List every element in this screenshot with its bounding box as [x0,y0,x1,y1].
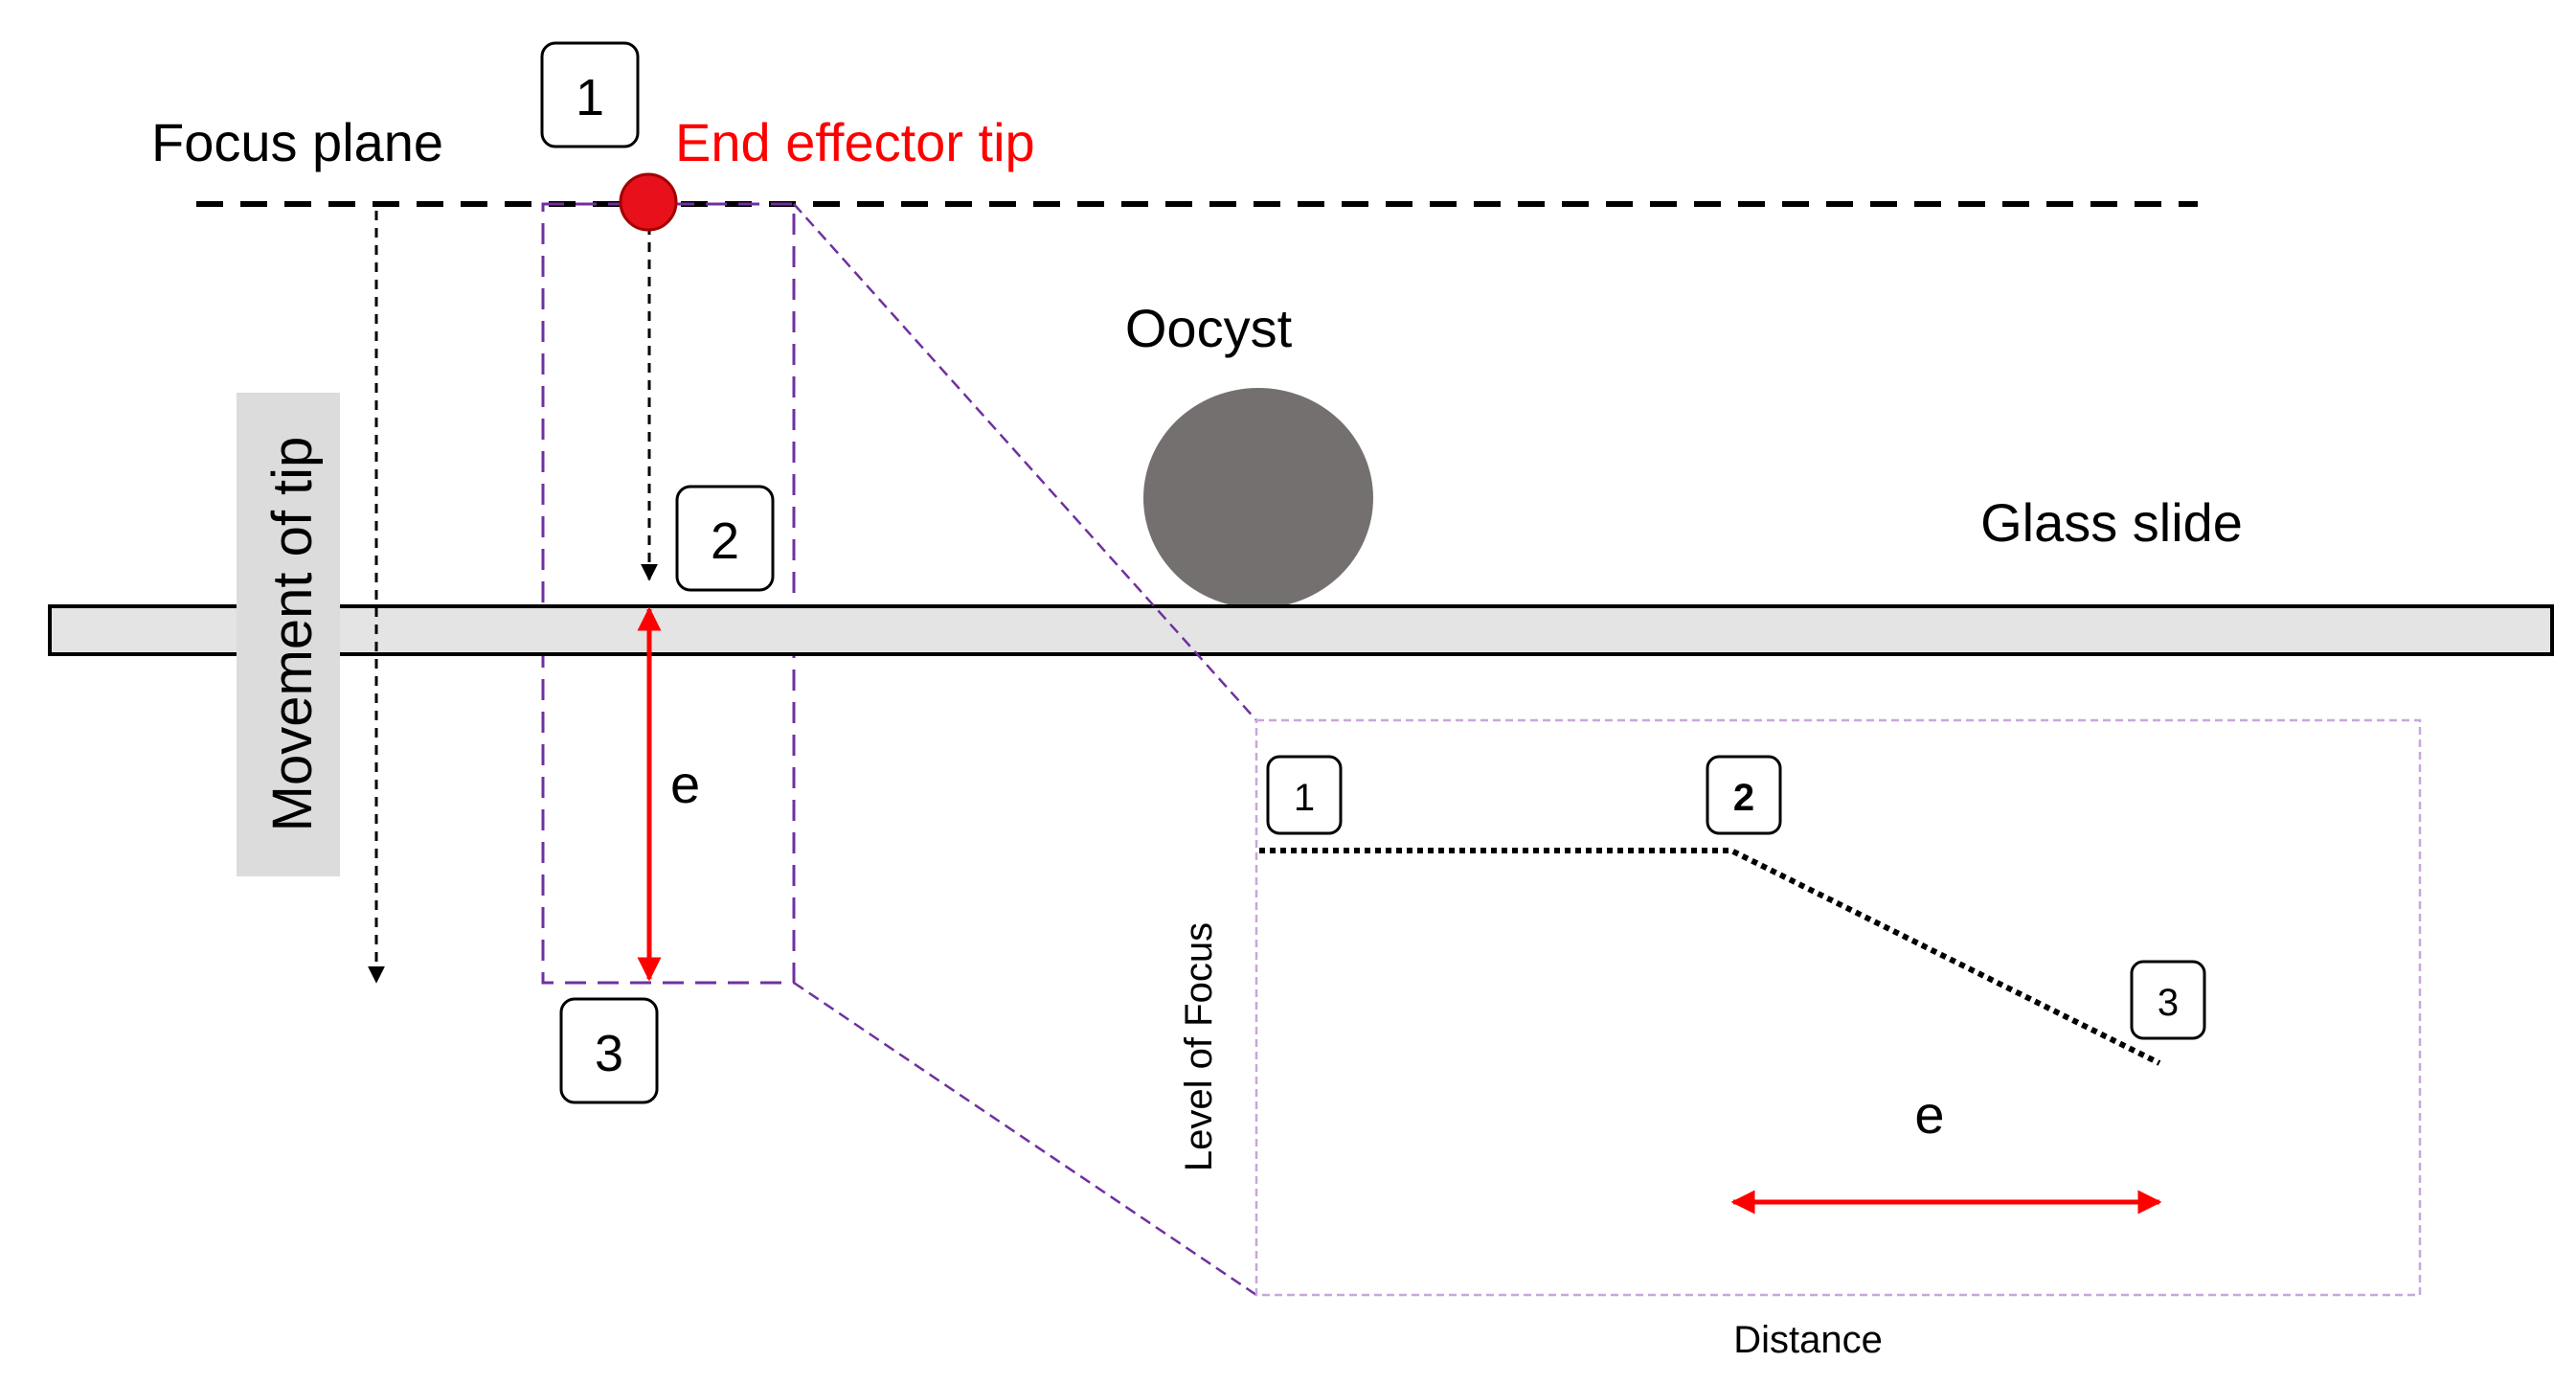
step-2-label: 2 [711,512,739,570]
movement-of-tip-bg [237,393,340,876]
inset-plot-frame [1254,718,2422,1297]
inset-x-axis-label: Distance [1733,1319,1883,1361]
inset-step-1-box: 1 [1266,755,1343,835]
inset-y-axis-label: Level of Focus [1178,922,1220,1171]
step-2-box: 2 [675,485,775,592]
step-3-box: 3 [559,997,659,1104]
zoom-connector-bottom [793,981,1257,1297]
inset-step-3-label: 3 [2158,982,2179,1024]
e-label: e [670,754,700,814]
inset-step-3-box: 3 [2130,960,2206,1040]
step-1-label: 1 [576,69,604,126]
zoom-region-box [541,202,796,985]
step-1-box: 1 [540,41,640,148]
inset-step-1-label: 1 [1294,777,1315,819]
glass-slide-label: Glass slide [1980,492,2243,553]
focus-plane-label: Focus plane [151,112,443,172]
oocyst-shape [1143,388,1373,608]
oocyst-label: Oocyst [1125,298,1293,358]
movement-of-tip-label: Movement of tip [261,437,324,832]
inset-e-label: e [1914,1084,1944,1145]
end-effector-tip [619,172,678,232]
glass-slide [48,604,2554,656]
end-effector-tip-label: End effector tip [675,112,1035,172]
inset-step-2-box: 2 [1706,755,1782,835]
inset-step-2-label: 2 [1733,777,1754,819]
zoom-connector-top [793,203,1257,721]
focus-level-curve [1259,848,2161,1066]
step-3-label: 3 [595,1025,623,1082]
